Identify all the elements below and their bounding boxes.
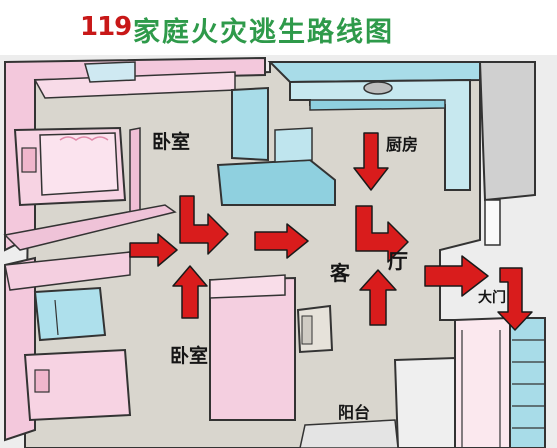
label-bedroom-top: 卧室 xyxy=(152,130,190,153)
arrow-icon xyxy=(355,205,409,263)
title-text: 家庭火灾逃生路线图 xyxy=(133,17,394,48)
arrow-icon xyxy=(179,195,229,255)
arrow-icon xyxy=(359,269,397,326)
label-kitchen: 厨房 xyxy=(386,135,418,154)
arrow-icon xyxy=(129,233,178,267)
label-bedroom-bottom: 卧室 xyxy=(170,344,208,367)
label-living-right: 厅 xyxy=(388,249,408,273)
arrow-icon xyxy=(424,255,489,297)
arrow-icon xyxy=(172,265,208,319)
right-wall xyxy=(478,61,536,202)
escape-arrows xyxy=(129,132,533,331)
arrow-icon xyxy=(353,132,389,191)
right-pillar xyxy=(484,199,501,246)
living-wall-right xyxy=(393,356,456,448)
label-main-door: 大门 xyxy=(478,289,506,306)
stairs-icon xyxy=(454,316,546,448)
bedroom-top xyxy=(3,56,266,252)
sofa-icon xyxy=(296,304,334,354)
label-balcony: 阳台 xyxy=(338,403,370,422)
bed-icon xyxy=(23,348,132,422)
bed-icon xyxy=(13,126,127,207)
label-living-left: 客 xyxy=(329,261,351,285)
arrow-icon xyxy=(254,223,309,259)
kitchen xyxy=(216,61,481,206)
arrow-icon xyxy=(497,267,533,331)
poster-title: 119 家庭火灾逃生路线图 xyxy=(0,8,557,48)
title-number: 119 xyxy=(80,12,132,42)
balcony-floor xyxy=(299,419,399,448)
